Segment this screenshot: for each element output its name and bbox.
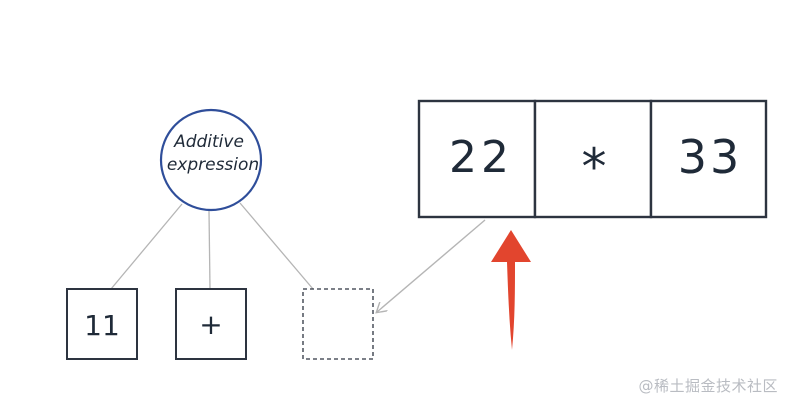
child-node-operator: + <box>175 288 247 360</box>
token-box-3 <box>649 99 768 219</box>
token-stream: 22 * 33 <box>417 99 768 219</box>
edge-root-to-child-1 <box>110 203 183 290</box>
child-node-placeholder <box>302 288 374 360</box>
token-label-1: 22 <box>449 132 513 183</box>
watermark-text: @稀土掘金技术社区 <box>638 377 778 395</box>
token-label-2: * <box>582 138 607 196</box>
token-box-2 <box>533 99 653 219</box>
red-pointer-arrow <box>491 230 531 350</box>
edge-root-to-child-2 <box>208 210 211 290</box>
root-label-line1: Additive <box>173 132 244 152</box>
edge-root-to-child-3 <box>239 202 314 290</box>
child-label-number: 11 <box>84 309 120 342</box>
root-label-line2: expression <box>167 155 259 175</box>
child-node-number: 11 <box>66 288 138 360</box>
child-label-operator: + <box>199 308 222 341</box>
token-box-1 <box>417 99 537 219</box>
token-label-3: 33 <box>678 130 743 184</box>
root-node: Additive expression <box>159 108 263 212</box>
substitution-arrow <box>377 219 486 312</box>
